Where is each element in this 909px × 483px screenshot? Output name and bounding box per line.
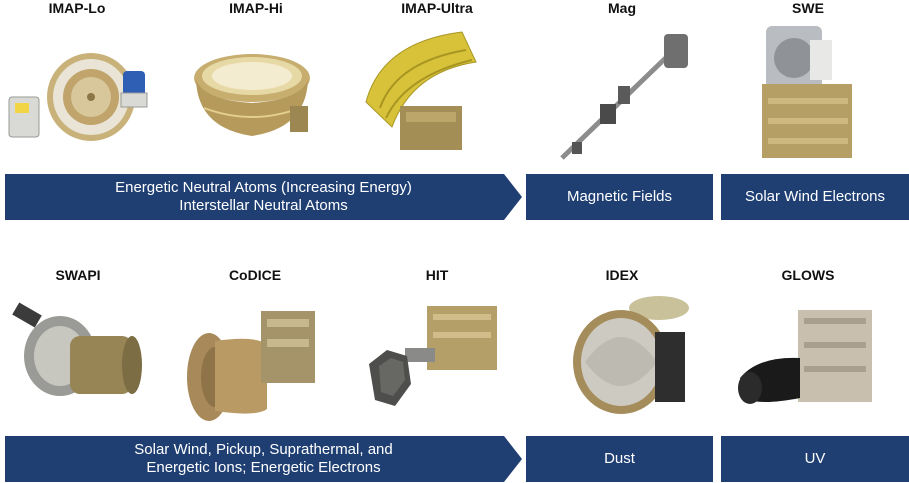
band-ions-electrons: Solar Wind, Pickup, Suprathermal, and En… [5,436,522,482]
band-neutral-atoms-line-2: Interstellar Neutral Atoms [179,197,348,214]
band-neutral-atoms-line-1: Energetic Neutral Atoms (Increasing Ener… [115,179,412,196]
title-glows: GLOWS [781,267,835,283]
band-solar-wind-electrons: Solar Wind Electrons [721,174,909,220]
title-swapi: SWAPI [55,267,101,283]
swapi-instrument-icon [12,302,142,396]
band-ions-electrons-line-1: Solar Wind, Pickup, Suprathermal, and [134,441,393,458]
title-swe: SWE [792,0,824,16]
band-magnetic-fields: Magnetic Fields [526,174,713,220]
band-solar-wind-electrons-label: Solar Wind Electrons [744,188,886,205]
idex-instrument-icon [573,296,689,414]
band-magnetic-fields-label: Magnetic Fields [566,188,673,205]
imap-hi-instrument-icon [194,54,310,136]
glows-instrument-icon [738,310,872,404]
title-codice: CoDICE [228,267,282,283]
mag-instrument-icon [560,34,688,160]
swe-instrument-icon [762,26,852,158]
band-uv: UV [721,436,909,482]
title-hit: HIT [425,267,449,283]
title-imap-ultra: IMAP-Ultra [401,0,473,16]
hit-instrument-icon [369,306,497,406]
codice-instrument-icon [187,311,315,421]
band-dust: Dust [526,436,713,482]
title-imap-hi: IMAP-Hi [229,0,283,16]
band-ions-electrons-line-2: Energetic Ions; Energetic Electrons [146,459,381,476]
band-neutral-atoms: Energetic Neutral Atoms (Increasing Ener… [5,174,522,220]
title-mag: Mag [608,0,636,16]
band-uv-label: UV [804,450,826,467]
imap-ultra-instrument-icon [365,31,477,150]
title-idex: IDEX [605,267,639,283]
band-dust-label: Dust [604,450,635,467]
imap-lo-instrument-icon [8,53,148,141]
title-imap-lo: IMAP-Lo [48,0,106,16]
